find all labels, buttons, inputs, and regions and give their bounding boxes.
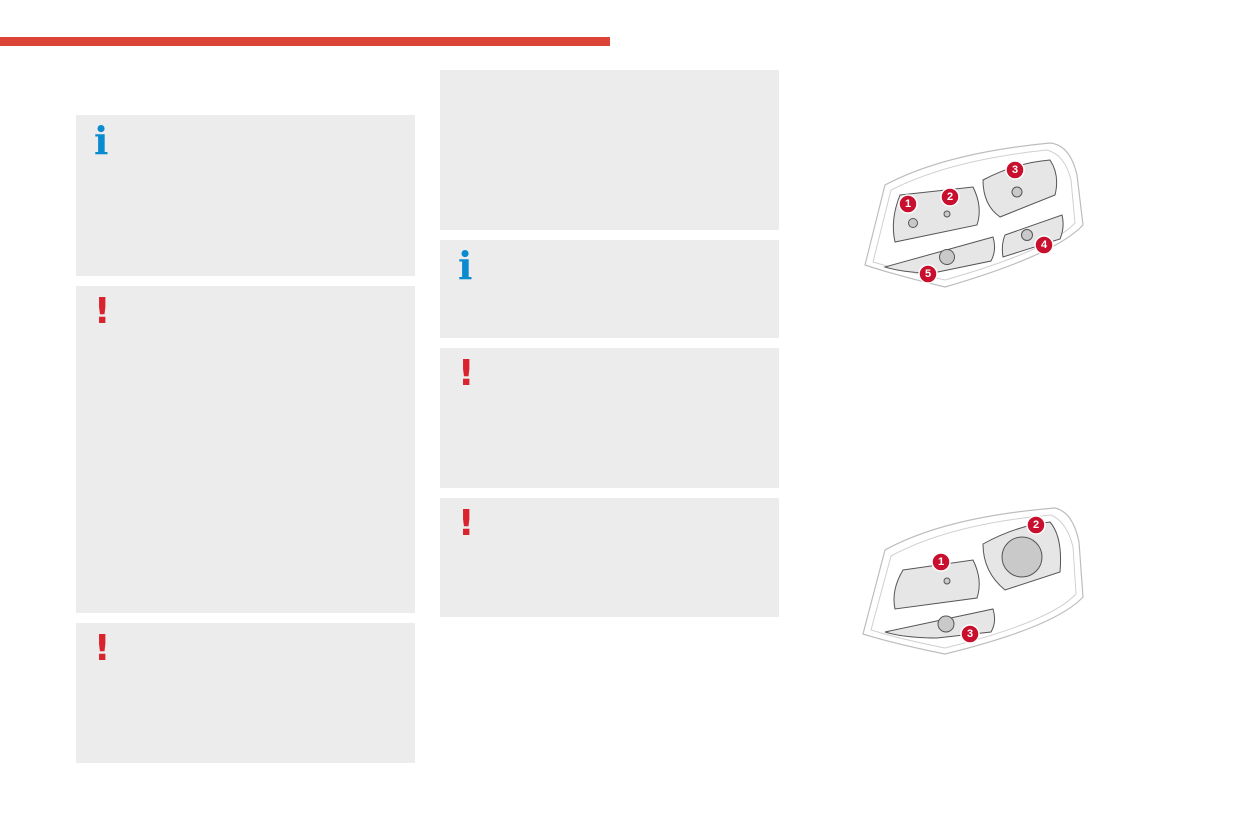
svg-text:2: 2 [1033,519,1039,531]
warning-icon: ! [458,353,475,394]
marker-3: 3 [960,624,980,644]
warning-box-left-2: ! [76,623,415,763]
svg-text:1: 1 [905,198,911,210]
marker-1: 1 [931,552,951,572]
warning-icon: ! [94,291,111,332]
svg-text:4: 4 [1041,239,1048,251]
svg-text:3: 3 [1012,164,1018,176]
rear-lamp-figure-2: 1 2 3 [855,502,1095,662]
svg-text:5: 5 [925,268,931,280]
svg-text:1: 1 [938,556,944,568]
marker-2: 2 [1026,515,1046,535]
info-box-middle: i [440,240,779,338]
plain-box-middle [440,70,779,230]
marker-1: 1 [898,194,918,214]
info-box-left: i [76,115,415,276]
warning-box-left-1: ! [76,286,415,613]
rear-lamp-figure-1: 1 2 3 4 5 [855,135,1095,295]
svg-text:2: 2 [947,191,953,203]
warning-box-middle-2: ! [440,498,779,617]
marker-5: 5 [918,264,938,284]
warning-icon: ! [458,503,475,544]
marker-3: 3 [1005,160,1025,180]
info-icon: i [94,118,109,163]
accent-header-bar [0,37,610,46]
marker-4: 4 [1034,235,1054,255]
warning-icon: ! [94,628,111,669]
marker-2: 2 [940,187,960,207]
warning-box-middle-1: ! [440,348,779,488]
info-icon: i [458,243,473,288]
rear-lamp-illustration-1: 1 2 3 4 5 [864,142,1084,288]
svg-text:3: 3 [967,628,973,640]
rear-lamp-illustration-2: 1 2 3 [862,507,1084,655]
